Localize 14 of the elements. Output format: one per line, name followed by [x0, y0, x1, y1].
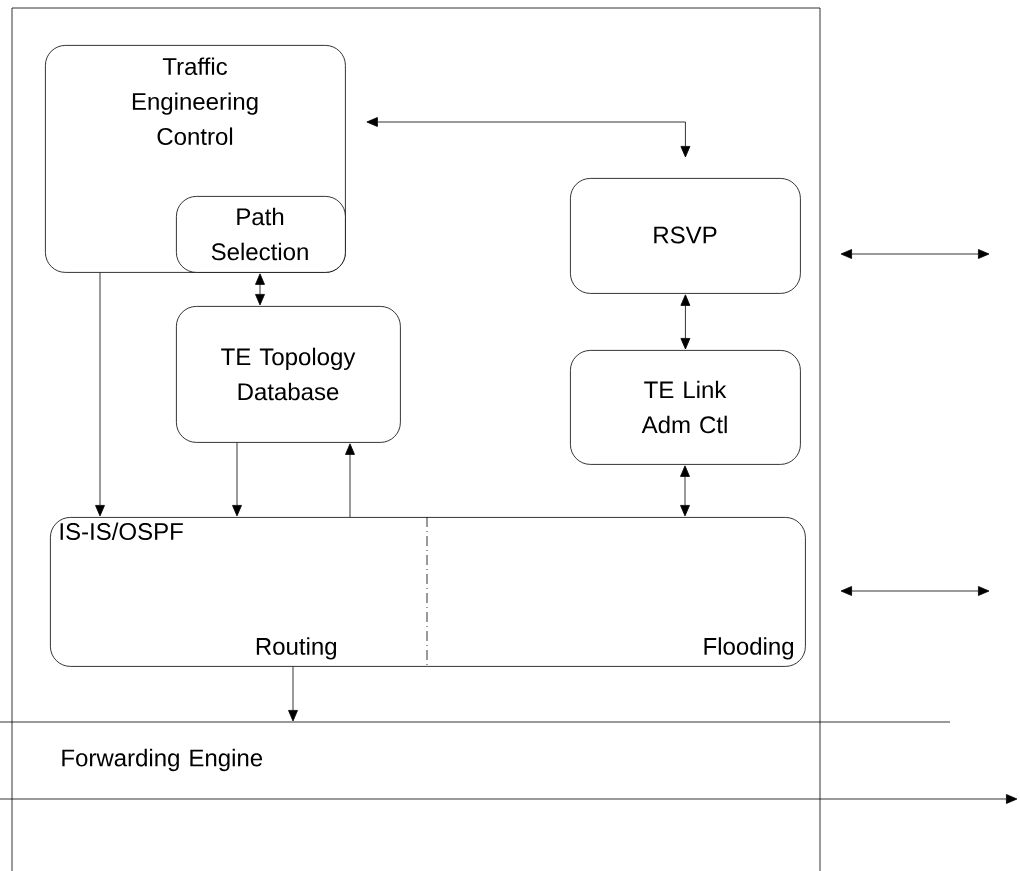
arrow	[345, 443, 355, 518]
process-box: RSVP	[570, 178, 801, 294]
arrow	[255, 273, 265, 306]
process-box: Path Selection	[176, 196, 346, 273]
process-box: IS-IS/OSPF Routing Flooding	[50, 516, 806, 667]
arrow	[288, 666, 298, 722]
forwarding-band: Forwarding Engine	[0, 721, 951, 772]
arrow	[366, 117, 691, 158]
arrow	[95, 272, 105, 517]
process-box: TE Topology Database	[176, 306, 401, 443]
process-box: TE Link Adm Ctl	[570, 350, 801, 465]
arrow	[680, 465, 690, 517]
arrow	[680, 294, 691, 350]
arrow	[232, 442, 242, 517]
